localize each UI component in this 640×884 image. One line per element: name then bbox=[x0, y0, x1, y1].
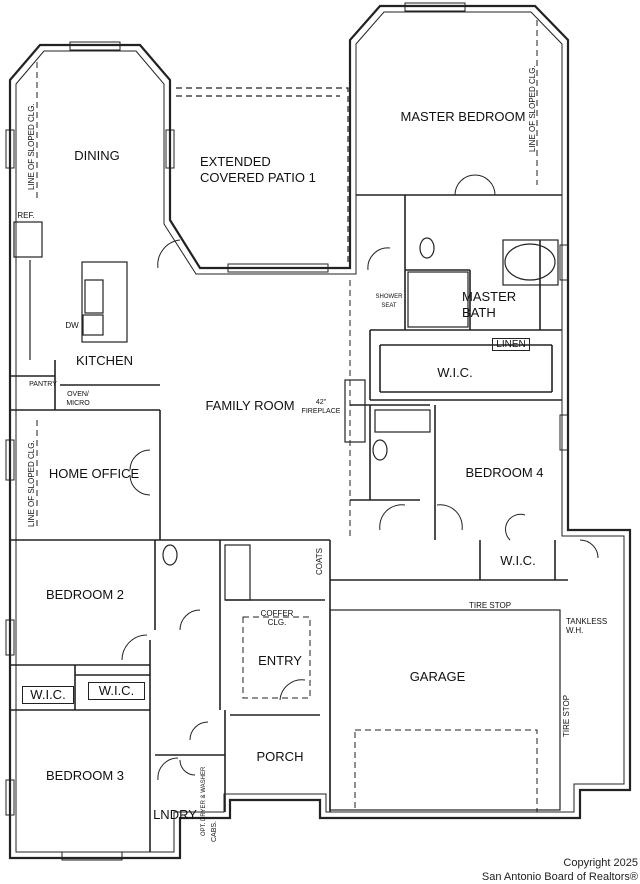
toilet-icon bbox=[372, 439, 388, 461]
sloped-dining-note: LINE OF SLOPED CLG. bbox=[27, 103, 36, 190]
sloped-office-note: LINE OF SLOPED CLG. bbox=[27, 440, 36, 527]
garage-outline bbox=[329, 609, 561, 811]
toilet-icon bbox=[162, 544, 178, 566]
tankless-note: TANKLESS W.H. bbox=[566, 617, 608, 635]
bedroom4-wic-label: W.I.C. bbox=[500, 553, 536, 568]
coats-note: COATS bbox=[315, 548, 324, 575]
garage-label: GARAGE bbox=[409, 669, 466, 684]
wic-right-label: W.I.C. bbox=[88, 682, 145, 700]
patio-outline bbox=[176, 87, 349, 262]
cabs-note: CABS. bbox=[211, 820, 218, 842]
kitchen-island bbox=[81, 261, 128, 343]
master-bedroom-label: MASTER BEDROOM bbox=[400, 109, 526, 124]
bedroom4-label: BEDROOM 4 bbox=[465, 465, 544, 480]
dining-label: DINING bbox=[74, 148, 120, 163]
toilet-icon bbox=[419, 237, 435, 259]
laundry-notes: OPT. DRYER & WASHER bbox=[201, 766, 207, 836]
interior-walls bbox=[10, 194, 568, 852]
coffer-note: COFFER CLG. bbox=[260, 609, 294, 627]
fireplace-icon bbox=[344, 379, 366, 443]
master-bath-label: MASTER BATH bbox=[462, 289, 517, 320]
tire-stop-top-note: TIRE STOP bbox=[468, 601, 512, 610]
family-room-label: FAMILY ROOM bbox=[205, 398, 295, 413]
bathtub-icon bbox=[374, 409, 431, 433]
bedroom2-label: BEDROOM 2 bbox=[45, 587, 124, 602]
tub-surround bbox=[502, 239, 559, 286]
shower-icon bbox=[407, 271, 469, 328]
wic-left-label: W.I.C. bbox=[22, 686, 74, 704]
linen-label: LINEN bbox=[492, 338, 530, 351]
tire-stop-side-note: TIRE STOP bbox=[562, 694, 571, 737]
bathtub-icon bbox=[504, 243, 556, 281]
kitchen-label: KITCHEN bbox=[75, 353, 134, 368]
copyright-note: Copyright 2025 San Antonio Board of Real… bbox=[481, 857, 638, 883]
porch-label: PORCH bbox=[256, 749, 304, 764]
patio-label: EXTENDED COVERED PATIO 1 bbox=[200, 154, 316, 185]
oven-note: OVEN/ MICRO bbox=[66, 391, 90, 407]
ref-note: REF. bbox=[17, 211, 35, 220]
door-swings bbox=[121, 174, 599, 781]
pantry-note: PANTRY bbox=[29, 381, 57, 388]
refrigerator bbox=[13, 221, 43, 258]
exterior-walls bbox=[8, 4, 632, 860]
fireplace-note: 42" FIREPLACE bbox=[301, 399, 341, 415]
bedroom3-label: BEDROOM 3 bbox=[45, 768, 124, 783]
sloped-master-note: LINE OF SLOPED CLG. bbox=[528, 65, 537, 152]
entry-label: ENTRY bbox=[258, 653, 302, 668]
laundry-label: LNDRY bbox=[153, 807, 197, 822]
sink-icon bbox=[84, 279, 104, 314]
dishwasher-icon bbox=[82, 314, 104, 336]
dashed-lines bbox=[36, 20, 538, 813]
dw-note: DW bbox=[65, 321, 79, 330]
windows bbox=[5, 2, 569, 861]
master-wic-label: W.I.C. bbox=[437, 365, 473, 380]
shower-seat-note: SHOWER SEAT bbox=[375, 294, 403, 309]
home-office-label: HOME OFFICE bbox=[48, 466, 140, 481]
bathtub-icon bbox=[224, 544, 251, 601]
